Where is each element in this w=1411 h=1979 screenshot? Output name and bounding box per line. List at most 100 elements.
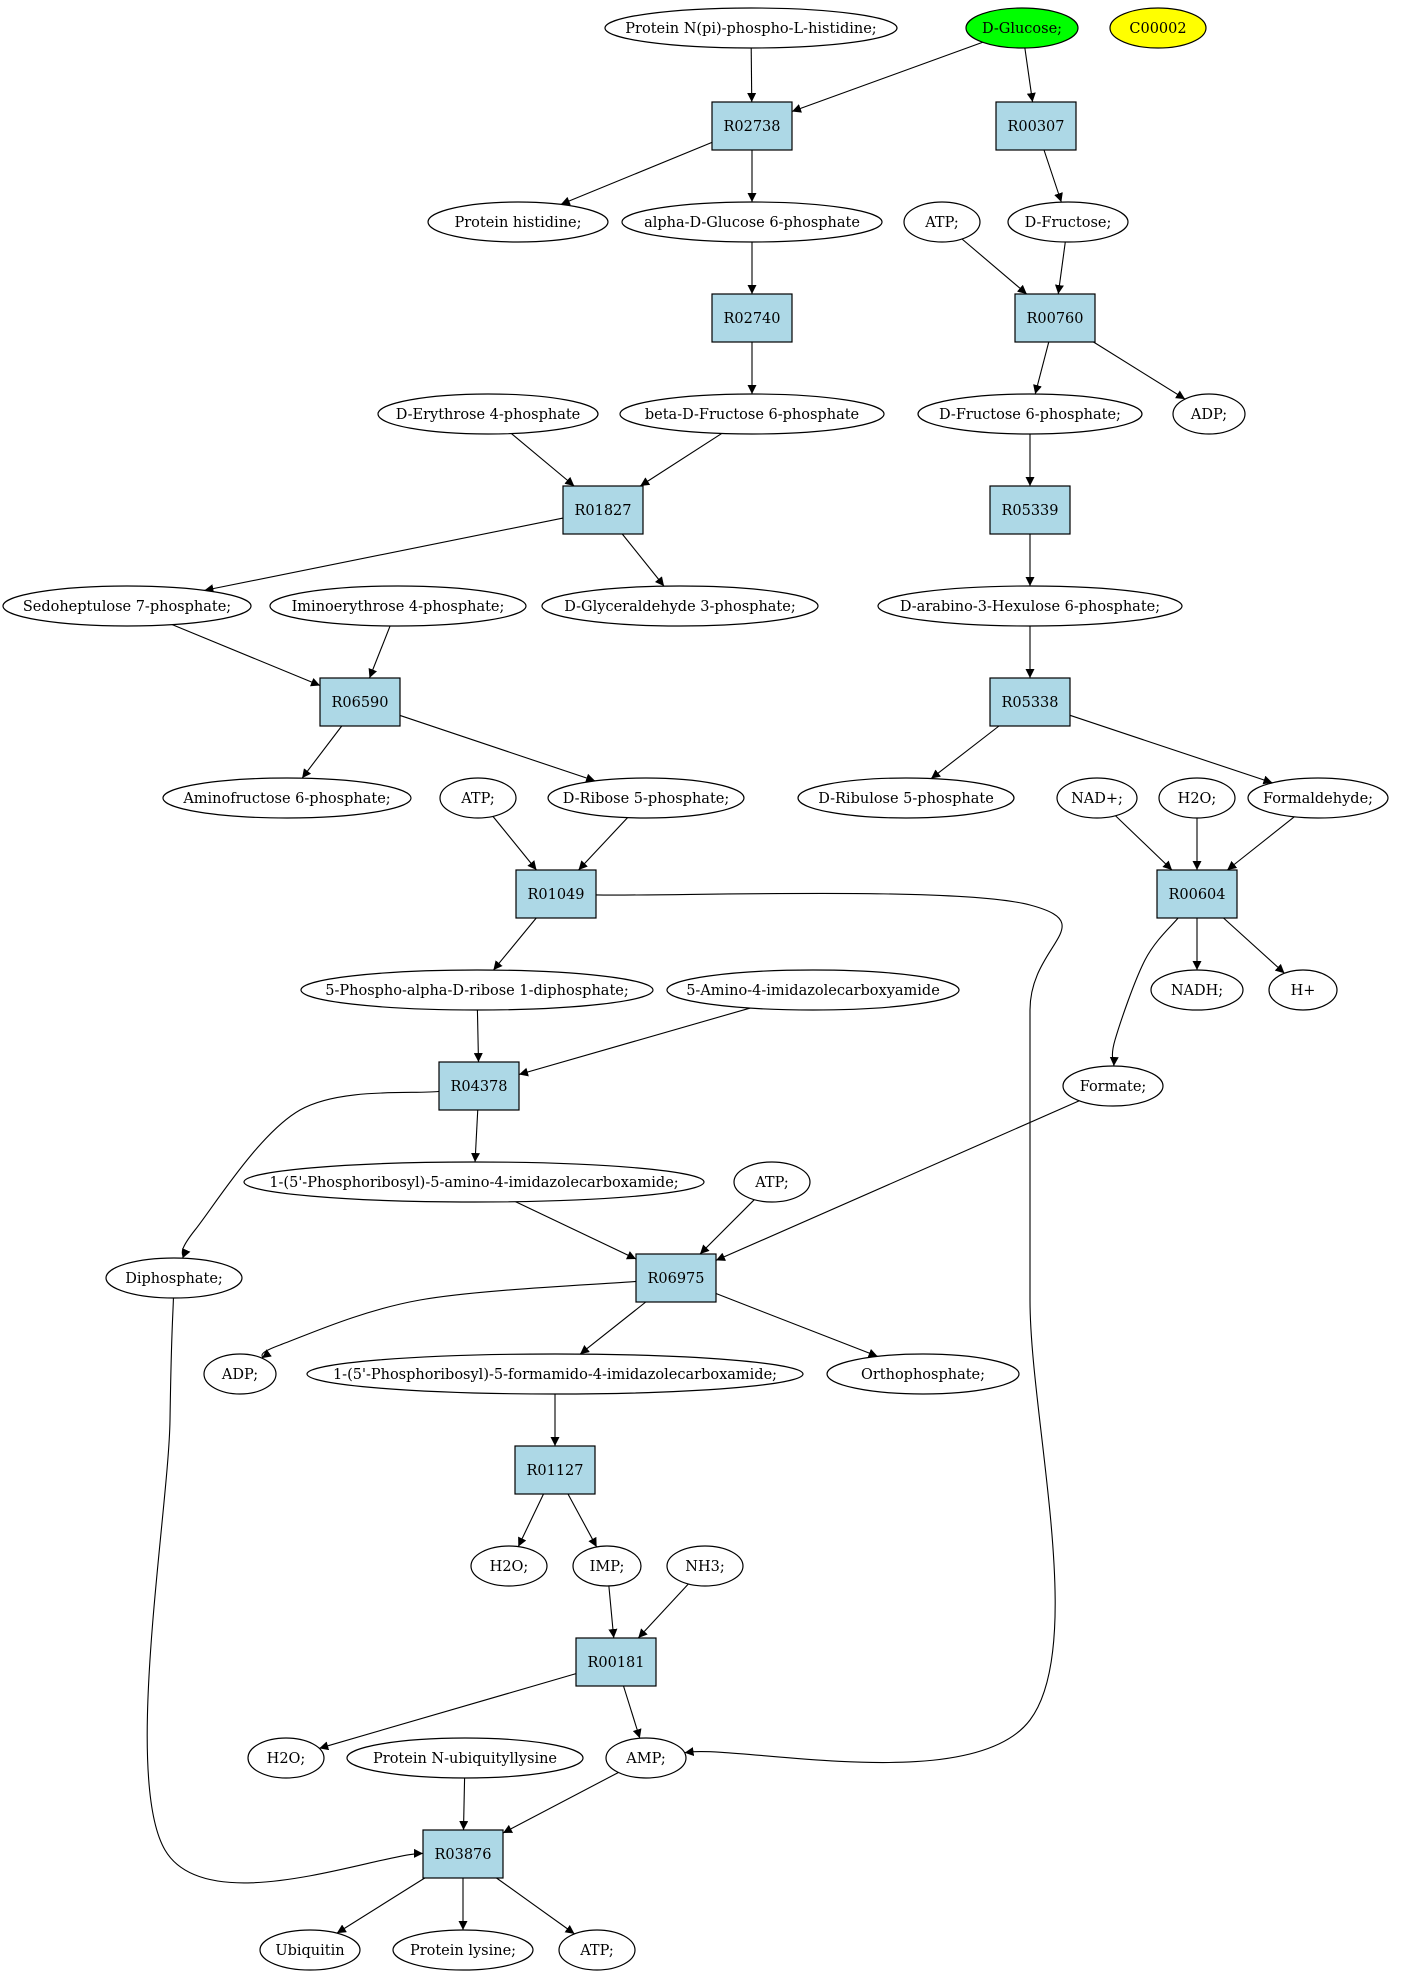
compound-ellipse: [1007, 201, 1129, 243]
node-label: R01049: [527, 887, 584, 903]
compound-node-h2o-2: H2O;: [470, 1545, 548, 1587]
reaction-box: [989, 677, 1071, 727]
node-label: R05338: [1001, 695, 1058, 711]
edge-R00307-to-d_fructose: [1043, 149, 1063, 203]
compound-node-amp: AMP;: [605, 1737, 687, 1779]
compound-ellipse: [259, 1929, 361, 1971]
edge-d_glucose-to-R02738: [791, 41, 983, 113]
reaction-node-r02740: R02740: [711, 293, 793, 343]
node-label: NAD+;: [1071, 791, 1123, 807]
edge-R01049-to-prpp: [492, 917, 537, 971]
reaction-node-r02738: R02738: [711, 101, 793, 151]
compound-node-ribulose-5p: D-Ribulose 5-phosphate: [797, 777, 1015, 819]
compound-node-d-glucose: D-Glucose;: [965, 7, 1079, 49]
edge-R00604-to-formate: [1109, 917, 1179, 1067]
reaction-node-r00307: R00307: [995, 101, 1077, 151]
edge-R01827-to-glyceraldehyde_3p: [621, 533, 665, 587]
edge-aica-to-R04378: [518, 1007, 751, 1077]
edge-R00181-to-h2o_3: [319, 1673, 577, 1751]
compound-node-ubiquitin: Ubiquitin: [259, 1929, 361, 1971]
node-label: H2O;: [1178, 791, 1217, 807]
reaction-box: [1014, 293, 1096, 343]
node-label: C00002: [1129, 21, 1186, 37]
node-label: H2O;: [267, 1751, 306, 1767]
node-label: Protein N-ubiquityllysine: [373, 1751, 557, 1767]
edge-R06975-to-orthophosphate: [715, 1293, 878, 1358]
edge-protein_npi_his-to-R02738: [747, 47, 757, 103]
node-label: 5-Phospho-alpha-D-ribose 1-diphosphate;: [325, 983, 629, 999]
compound-ellipse: [439, 777, 517, 819]
compound-node-glyceraldehyde-3p: D-Glyceraldehyde 3-phosphate;: [541, 585, 819, 627]
reaction-box: [515, 869, 597, 919]
edge-protein_n_ubiquityllysine-to-R03876: [459, 1777, 469, 1831]
node-label: D-Fructose;: [1025, 215, 1112, 231]
node-label: D-Fructose 6-phosphate;: [939, 407, 1121, 423]
node-label: R05339: [1001, 503, 1058, 519]
reaction-node-r00604: R00604: [1156, 869, 1238, 919]
compound-ellipse: [733, 1161, 811, 1203]
node-label: Orthophosphate;: [861, 1367, 985, 1383]
compound-ellipse: [1062, 1065, 1164, 1107]
compound-ellipse: [243, 1161, 705, 1203]
compound-ellipse: [269, 585, 527, 627]
reaction-node-r06975: R06975: [635, 1253, 717, 1303]
edge-R00181-to-amp: [622, 1685, 642, 1739]
edge-amp-to-R03876: [502, 1771, 619, 1834]
node-label: D-Glyceraldehyde 3-phosphate;: [564, 599, 795, 615]
compound-ellipse: [826, 1353, 1020, 1395]
edge-R05338-to-ribulose_5p: [930, 725, 1000, 779]
compound-node-ribose-5p: D-Ribose 5-phosphate;: [547, 777, 745, 819]
reaction-box: [711, 293, 793, 343]
edge-nad-to-R00604: [1115, 815, 1173, 871]
compound-node-atp-2: ATP;: [439, 777, 517, 819]
edge-R06975-to-adp_2: [261, 1280, 637, 1359]
edge-d_fructose-to-R00760: [1054, 241, 1066, 295]
compound-node-h2o-3: H2O;: [247, 1737, 325, 1779]
compound-ellipse: [965, 7, 1079, 49]
node-label: ATP;: [460, 791, 494, 807]
edge-R01127-to-h2o_2: [517, 1493, 544, 1547]
node-label: NH3;: [685, 1559, 724, 1575]
compound-node-atp-1: ATP;: [903, 201, 981, 243]
compound-ellipse: [558, 1929, 636, 1971]
node-label: Protein histidine;: [454, 215, 581, 231]
node-label: D-Ribulose 5-phosphate: [818, 791, 994, 807]
compound-ellipse: [903, 201, 981, 243]
reaction-box: [575, 1637, 657, 1687]
node-label: ATP;: [754, 1175, 788, 1191]
compound-node-arabino-hexulose-6p: D-arabino-3-Hexulose 6-phosphate;: [877, 585, 1183, 627]
node-label: alpha-D-Glucose 6-phosphate: [644, 215, 860, 231]
node-label: ATP;: [579, 1943, 613, 1959]
node-label: ATP;: [924, 215, 958, 231]
edge-d_erythrose_4p-to-R01827: [511, 433, 575, 487]
compound-ellipse: [666, 1545, 744, 1587]
node-label: Aminofructose 6-phosphate;: [182, 791, 390, 807]
edge-imp-to-R00181: [608, 1585, 618, 1639]
compound-node-sedoheptulose-7p: Sedoheptulose 7-phosphate;: [2, 585, 252, 627]
compound-node-orthophosphate: Orthophosphate;: [826, 1353, 1020, 1395]
compound-node-beta-f6p: beta-D-Fructose 6-phosphate: [619, 393, 885, 435]
reaction-node-r04378: R04378: [438, 1061, 520, 1111]
compound-node-iminoerythrose-4p: Iminoerythrose 4-phosphate;: [269, 585, 527, 627]
compound-node-atp-4: ATP;: [558, 1929, 636, 1971]
edge-layer: [146, 41, 1295, 1935]
compound-ellipse: [1158, 777, 1236, 819]
node-label: IMP;: [590, 1559, 625, 1575]
node-label: Protein N(pi)-phospho-L-histidine;: [625, 21, 876, 37]
compound-node-alpha-g6p: alpha-D-Glucose 6-phosphate: [621, 201, 883, 243]
edge-R00760-to-adp_1: [1093, 341, 1186, 400]
edge-prpp-to-R04378: [473, 1009, 483, 1063]
compound-node-adp-1: ADP;: [1172, 393, 1246, 435]
reaction-box: [989, 485, 1071, 535]
edge-R05338-to-formaldehyde: [1069, 714, 1273, 785]
edge-R01827-to-sedoheptulose_7p: [204, 517, 564, 594]
edge-ribose_5p-to-R01049: [578, 817, 628, 871]
compound-node-imp: IMP;: [572, 1545, 642, 1587]
edge-formate-to-R06975: [715, 1100, 1080, 1261]
node-label: R06975: [647, 1271, 704, 1287]
compound-ellipse: [203, 1353, 277, 1395]
compound-ellipse: [1056, 777, 1138, 819]
node-label: H+: [1291, 983, 1316, 999]
node-label: NADH;: [1171, 983, 1223, 999]
reaction-node-r00760: R00760: [1014, 293, 1096, 343]
